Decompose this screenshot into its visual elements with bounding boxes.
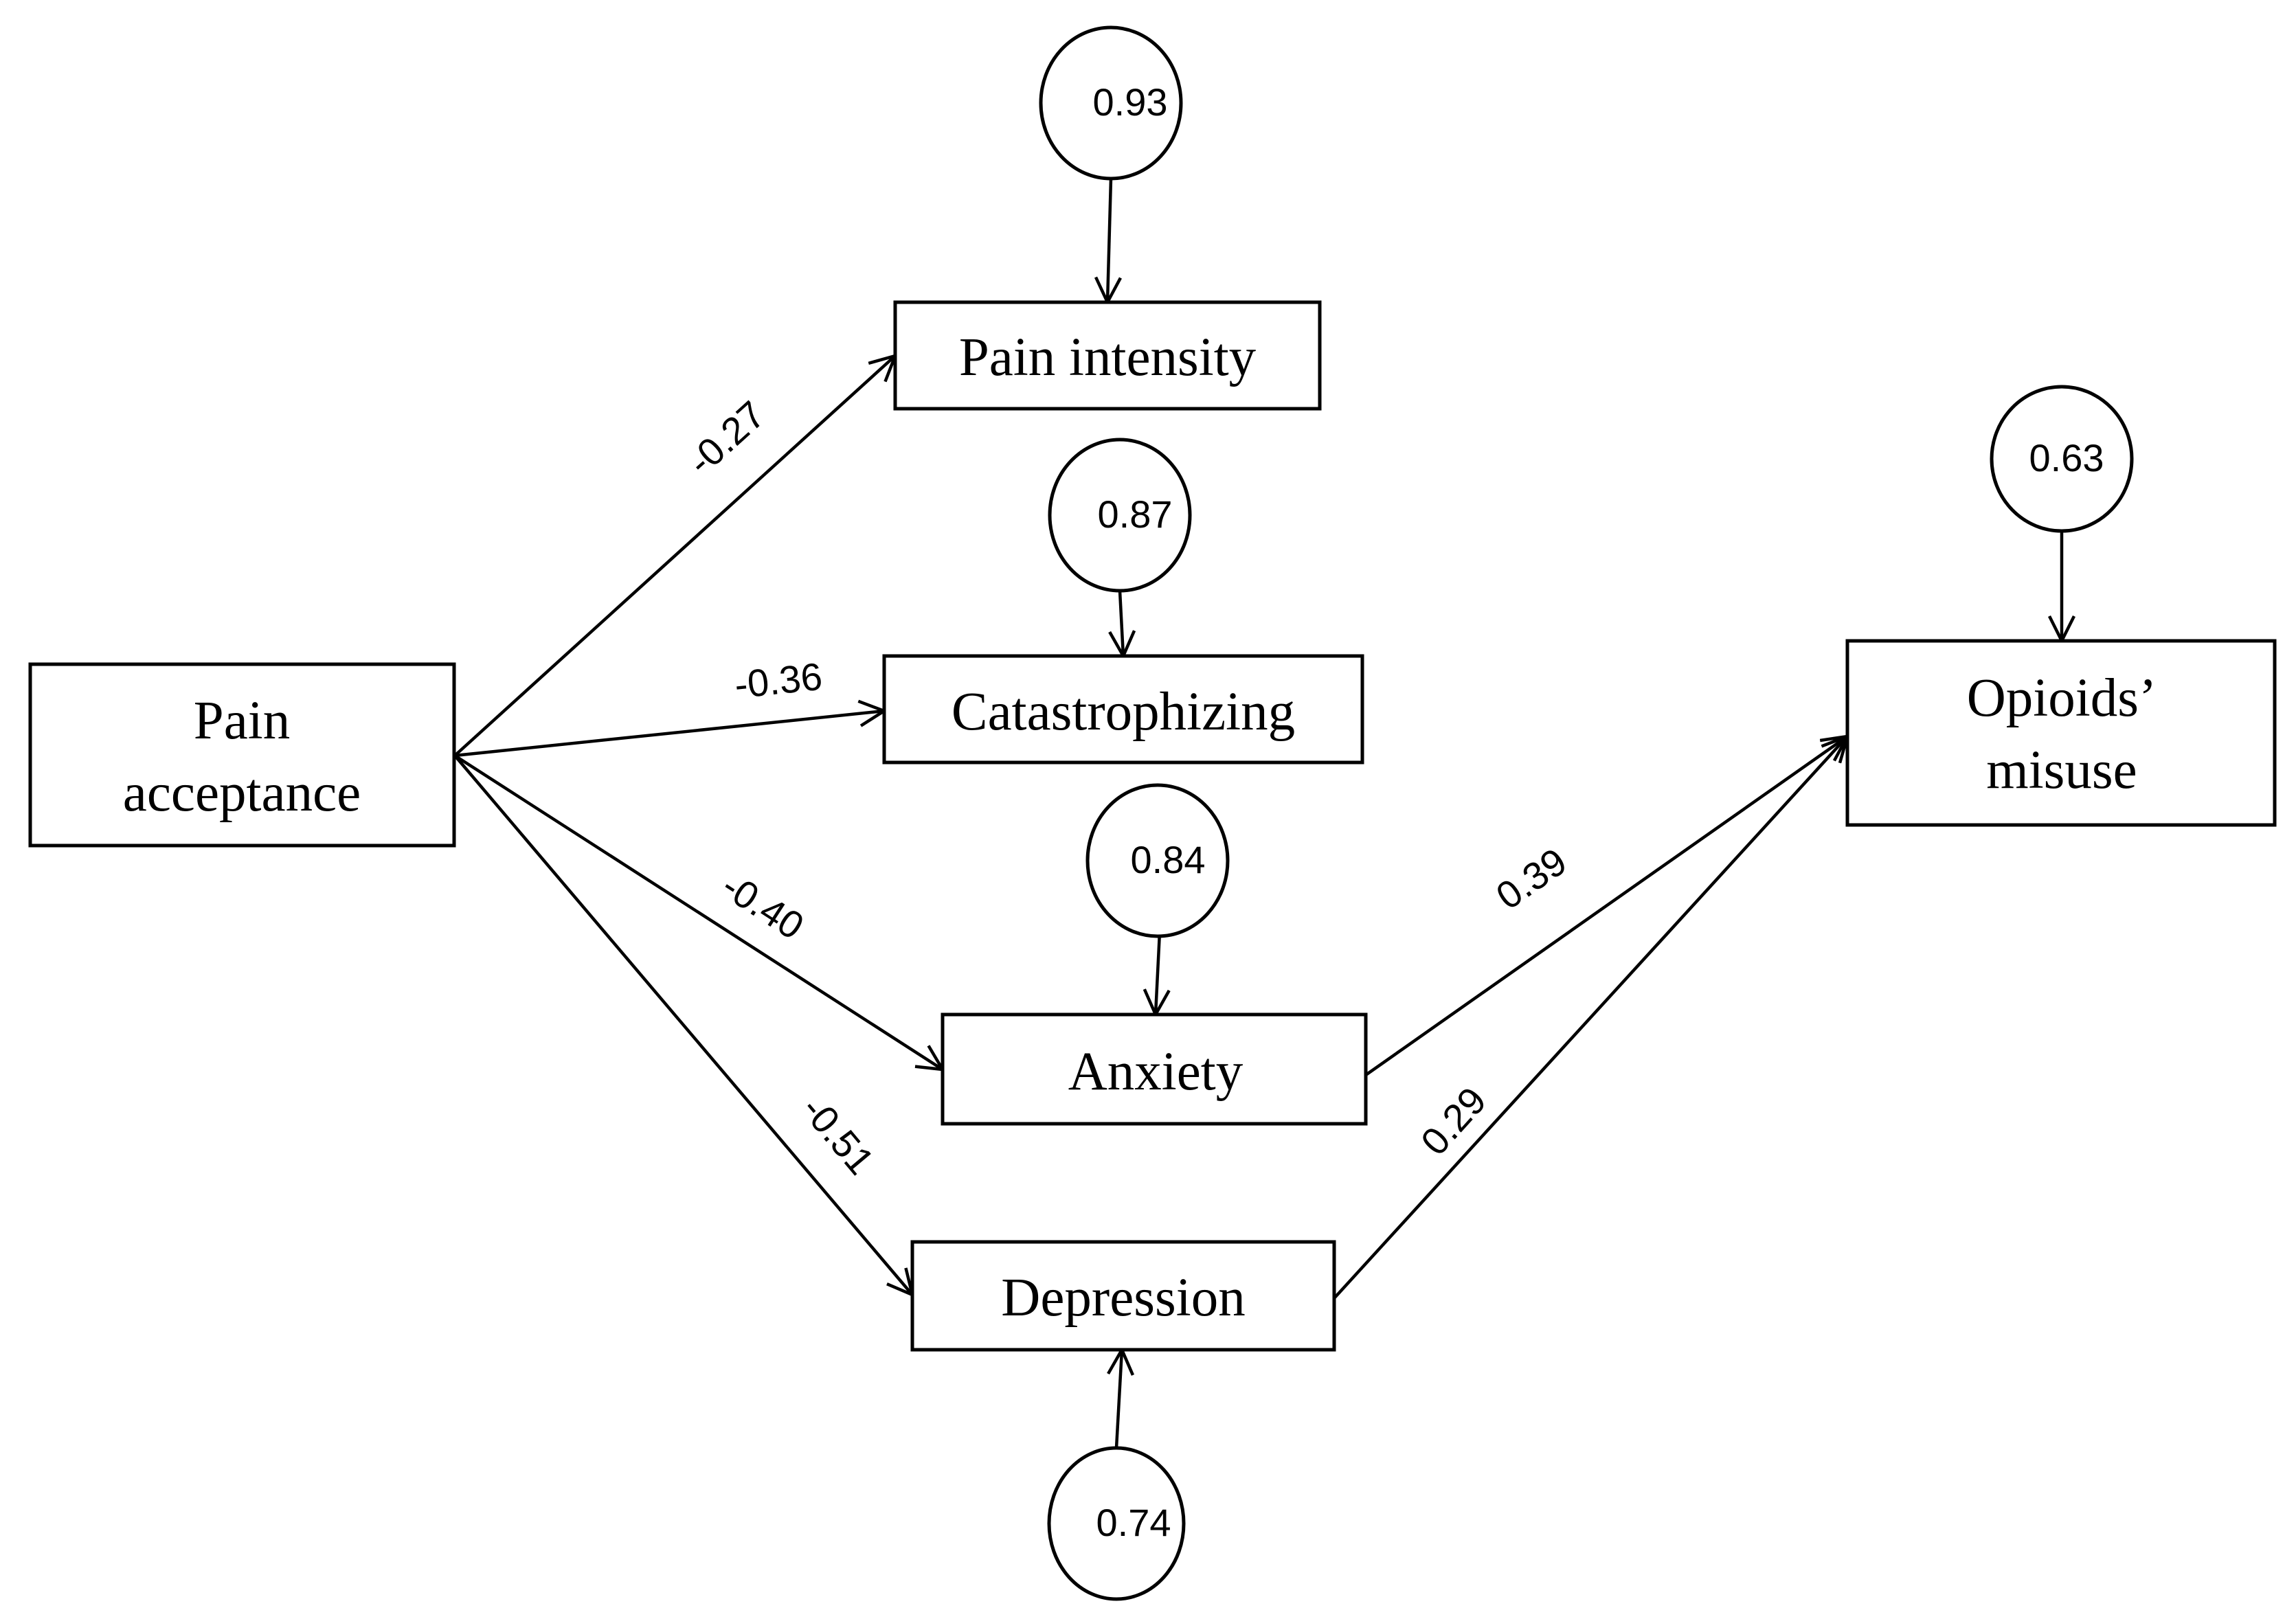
node-opioids-misuse: Opioids’ misuse [1845,639,2277,827]
path-acceptance-intensity [453,356,895,757]
error-value-catastrophizing: 0.87 [1098,493,1173,536]
node-depression: Depression [910,1240,1336,1352]
node-depression-label: Depression [1001,1268,1245,1328]
node-opioids-misuse-line1: Opioids’ [1967,668,2157,728]
node-catastrophizing: Catastrophizing [882,654,1364,765]
coef-anxiety-misuse: 0.39 [1488,839,1574,918]
coef-acceptance-anxiety: -0.40 [714,863,811,947]
error-term-misuse: 0.63 [1990,385,2134,533]
node-opioids-misuse-line2: misuse [1986,740,2137,800]
error-value-intensity: 0.93 [1093,80,1168,124]
error-term-intensity: 0.93 [1039,25,1183,181]
error-arrow-intensity [1107,178,1111,302]
node-anxiety: Anxiety [941,1012,1368,1126]
error-term-depression: 0.74 [1047,1446,1186,1601]
path-acceptance-depression [453,754,912,1295]
node-pain-acceptance: Pain acceptance [28,662,456,848]
error-arrow-catastrophizing [1120,590,1123,656]
node-pain-acceptance-line1: Pain [194,691,290,751]
error-value-depression: 0.74 [1096,1501,1171,1544]
error-arrow-anxiety [1156,931,1160,1015]
node-catastrophizing-label: Catastrophizing [952,682,1295,742]
node-pain-intensity: Pain intensity [893,300,1322,411]
error-term-catastrophizing: 0.87 [1048,438,1192,593]
error-value-misuse: 0.63 [2029,436,2104,479]
error-arrow-depression [1116,1350,1122,1449]
coef-acceptance-catastrophizing: -0.36 [732,655,824,707]
coef-acceptance-intensity: -0.27 [679,392,773,483]
node-anxiety-label: Anxiety [1068,1042,1243,1102]
node-pain-acceptance-line2: acceptance [123,763,361,823]
path-acceptance-catastrophizing [454,711,884,758]
node-pain-intensity-label: Pain intensity [959,328,1257,387]
error-value-anxiety: 0.84 [1131,838,1206,881]
path-anxiety-misuse [1364,736,1847,1076]
path-acceptance-anxiety [453,754,943,1069]
path-depression-misuse [1333,736,1847,1300]
coef-depression-misuse: 0.29 [1413,1078,1495,1163]
error-term-anxiety: 0.84 [1085,783,1230,938]
